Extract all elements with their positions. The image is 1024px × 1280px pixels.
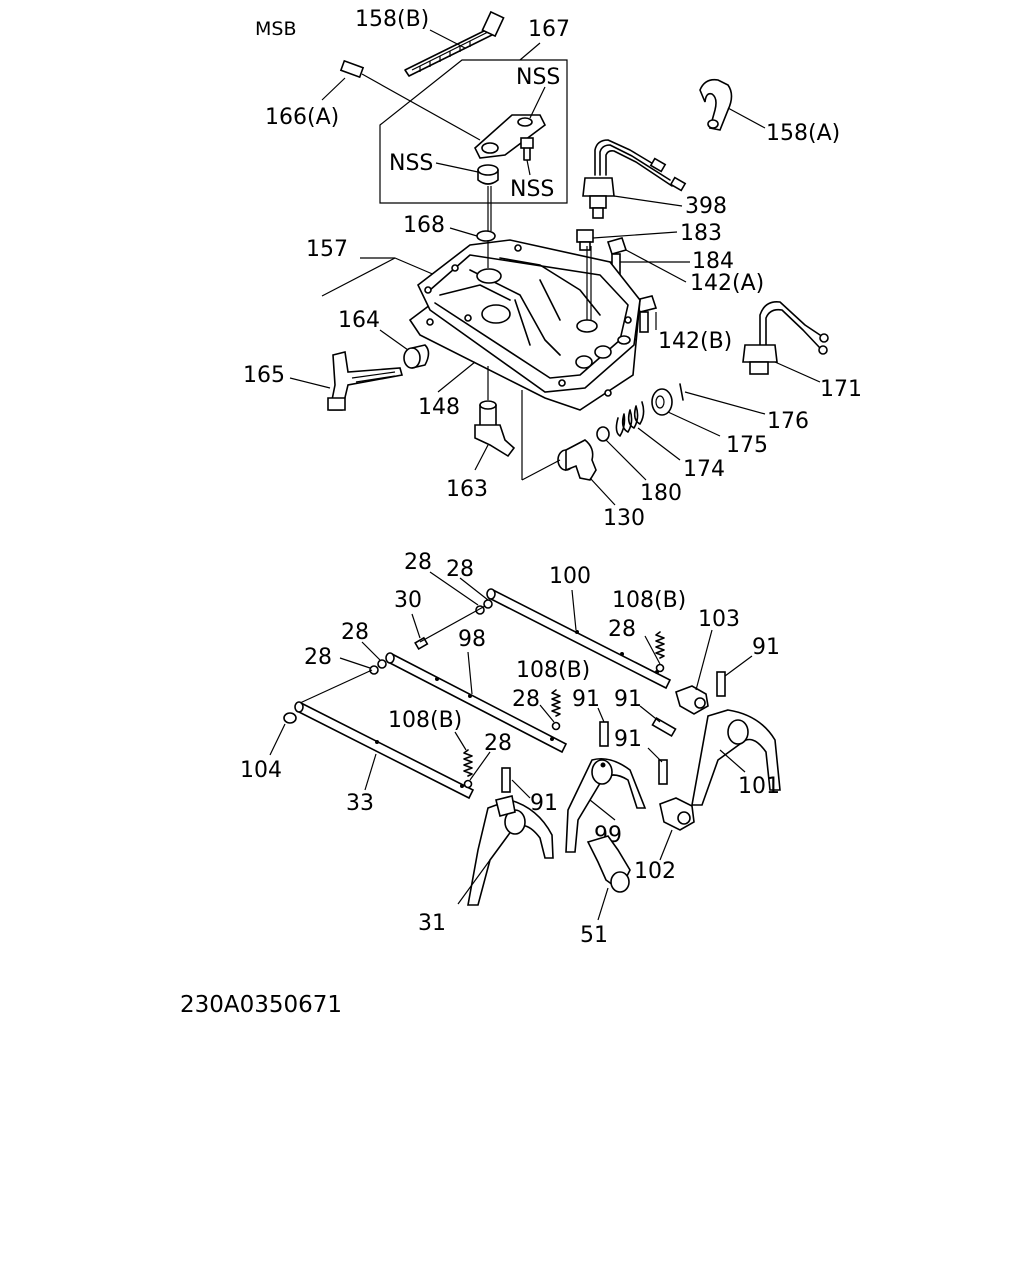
label-398: 398	[685, 194, 727, 219]
label-166a: 166(A)	[265, 105, 339, 130]
fork-101	[691, 709, 781, 806]
seal-164	[379, 329, 430, 369]
pin-176	[679, 383, 766, 415]
bolt-nss	[520, 137, 534, 176]
bracket-plate	[474, 86, 547, 159]
lug-51	[586, 835, 631, 921]
model-code: MSB	[255, 18, 297, 40]
shaft-98	[385, 651, 568, 754]
housing-cover-148	[408, 239, 641, 411]
interlock-parts	[299, 571, 493, 704]
label-nss-1: NSS	[516, 65, 560, 90]
label-158a: 158(A)	[766, 121, 840, 146]
label-104: 104	[240, 758, 282, 783]
leader-158b	[429, 29, 466, 49]
label-28-f: 28	[512, 687, 540, 712]
label-175: 175	[726, 433, 768, 458]
label-108b-3: 108(B)	[388, 708, 462, 733]
label-100: 100	[549, 564, 591, 589]
label-98: 98	[458, 627, 486, 652]
label-164: 164	[338, 308, 380, 333]
label-nss-3: NSS	[389, 151, 433, 176]
label-91-d: 91	[614, 727, 642, 752]
nss-bracket-box-167	[379, 42, 568, 204]
cap-104	[269, 712, 297, 756]
label-31: 31	[418, 911, 446, 936]
switch-171	[742, 300, 829, 383]
label-30: 30	[394, 588, 422, 613]
leader-148	[437, 361, 476, 393]
label-142b: 142(B)	[658, 329, 732, 354]
label-165: 165	[243, 363, 285, 388]
label-176: 176	[767, 409, 809, 434]
diagram-number: 230A0350671	[180, 992, 342, 1018]
block-102	[659, 797, 695, 861]
switch-398	[582, 139, 687, 219]
shift-block-130	[521, 390, 616, 506]
label-108b-2: 108(B)	[516, 658, 590, 683]
label-180: 180	[640, 481, 682, 506]
bushing-nss	[435, 162, 499, 185]
label-174: 174	[683, 457, 725, 482]
label-nss-2: NSS	[510, 177, 554, 202]
shaft-100	[486, 588, 672, 690]
label-103: 103	[698, 607, 740, 632]
label-158b: 158(B)	[355, 7, 429, 32]
label-91-c: 91	[572, 687, 600, 712]
label-101: 101	[738, 774, 780, 799]
fork-99	[565, 757, 647, 853]
label-28-a: 28	[404, 550, 432, 575]
label-148: 148	[418, 395, 460, 420]
block-103	[675, 629, 713, 715]
label-157: 157	[306, 237, 348, 262]
label-28-e: 28	[608, 617, 636, 642]
pin-166a	[321, 59, 481, 141]
label-142a: 142(A)	[690, 271, 764, 296]
washer-168	[449, 186, 496, 242]
pins-91	[501, 655, 753, 799]
spring-174	[615, 401, 681, 461]
clip-158a	[699, 78, 766, 131]
label-28-b: 28	[446, 557, 474, 582]
fork-31	[457, 795, 554, 906]
bolt-142b	[634, 295, 658, 333]
label-91-b: 91	[614, 687, 642, 712]
label-28-d: 28	[304, 645, 332, 670]
label-167: 167	[528, 17, 570, 42]
label-171: 171	[820, 377, 862, 402]
label-163: 163	[446, 477, 488, 502]
washer-180	[596, 426, 647, 481]
label-108b-1: 108(B)	[612, 588, 686, 613]
label-91-e: 91	[530, 791, 558, 816]
lever-163	[474, 366, 516, 471]
lever-165	[289, 351, 404, 411]
label-33: 33	[346, 791, 374, 816]
springs-108b	[454, 631, 665, 789]
cap-175	[651, 388, 721, 437]
label-28-c: 28	[341, 620, 369, 645]
shaft-33	[294, 701, 475, 800]
label-130: 130	[603, 506, 645, 531]
label-102: 102	[634, 859, 676, 884]
label-168: 168	[403, 213, 445, 238]
label-51: 51	[580, 923, 608, 948]
label-184: 184	[692, 249, 734, 274]
cable-tie-158b	[404, 10, 505, 77]
label-91-a: 91	[752, 635, 780, 660]
label-183: 183	[680, 221, 722, 246]
plug-183	[576, 229, 678, 251]
label-28-g: 28	[484, 731, 512, 756]
